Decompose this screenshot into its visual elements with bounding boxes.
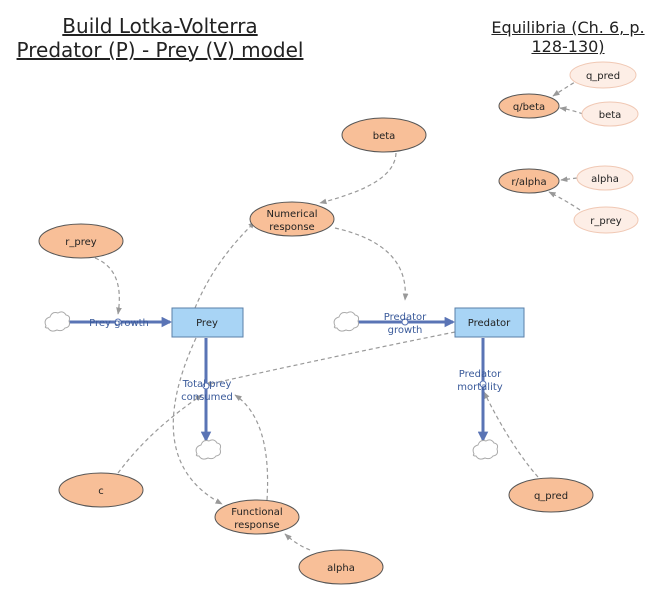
- prey-stock[interactable]: Prey: [171, 307, 244, 338]
- prey-sink-cloud-icon: [195, 439, 222, 460]
- q-over-beta-label: q/beta: [513, 102, 545, 113]
- connector-beta-to-numerical-response: [319, 152, 397, 205]
- ghost-q-pred-converter[interactable]: [569, 61, 637, 89]
- connector-functional-response-to-total-consumed: [234, 394, 269, 501]
- connector-ghost-beta-to-q-beta: [559, 106, 584, 115]
- q-pred-converter[interactable]: [508, 477, 594, 513]
- ghost-alpha-label: alpha: [591, 174, 619, 185]
- ghost-r-prey-label: r_prey: [590, 216, 622, 227]
- beta-converter[interactable]: [341, 117, 427, 153]
- alpha-converter[interactable]: [298, 549, 384, 585]
- connector-prey-to-functional-response: [172, 337, 223, 505]
- c-label: c: [98, 486, 104, 497]
- prey-growth-valve[interactable]: [114, 318, 122, 326]
- ghost-beta-converter[interactable]: [581, 101, 639, 127]
- model-title: Build Lotka-Volterra Predator (P) - Prey…: [10, 14, 310, 62]
- equilibria-title-line1: Equilibria (Ch. 6, p.: [491, 18, 645, 37]
- model-title-line1: Build Lotka-Volterra: [62, 14, 258, 38]
- prey-source-cloud-icon: [44, 311, 71, 332]
- functional-response-label-line2: response: [234, 520, 279, 531]
- beta-label: beta: [373, 131, 396, 142]
- numerical-response-label-line1: Numerical: [266, 209, 317, 220]
- predator-stock[interactable]: Predator: [454, 307, 525, 338]
- c-converter[interactable]: [58, 472, 144, 508]
- total-prey-consumed-valve[interactable]: [202, 382, 210, 390]
- connector-r-prey-to-prey-growth: [94, 257, 122, 315]
- predator-sink-cloud-icon: [472, 439, 499, 460]
- numerical-response-converter[interactable]: [249, 201, 335, 237]
- total-prey-consumed-label-line2: consumed: [181, 392, 233, 403]
- connector-numerical-response-to-predator-growth: [334, 227, 409, 301]
- connector-ghost-alpha-to-r-alpha: [560, 176, 578, 183]
- connector-ghost-r-prey-to-r-alpha: [548, 191, 581, 211]
- predator-stock-label: Predator: [468, 318, 511, 329]
- prey-growth-label: Prey growth: [89, 318, 149, 329]
- r-prey-converter[interactable]: [38, 223, 124, 259]
- connector-c-to-total-consumed: [117, 394, 203, 474]
- predator-mortality-label-line1: Predator: [459, 369, 502, 380]
- connector-prey-to-numerical-response: [194, 221, 256, 309]
- model-title-line2: Predator (P) - Prey (V) model: [16, 38, 304, 62]
- ghost-r-prey-converter[interactable]: [573, 206, 639, 234]
- ghost-beta-label: beta: [599, 110, 622, 121]
- q-over-beta-converter[interactable]: [498, 93, 560, 119]
- connector-q-pred-to-predator-mortality: [483, 391, 539, 478]
- functional-response-label-line1: Functional: [231, 507, 282, 518]
- ghost-alpha-converter[interactable]: [576, 165, 634, 191]
- ghost-q-pred-label: q_pred: [586, 71, 620, 82]
- connector-predator-to-total-consumed: [204, 331, 456, 387]
- numerical-response-label-line2: response: [269, 222, 314, 233]
- predator-growth-label-line2: growth: [388, 325, 423, 336]
- predator-source-cloud-icon: [333, 311, 360, 332]
- q-pred-label: q_pred: [534, 491, 568, 502]
- functional-response-converter[interactable]: [214, 499, 300, 535]
- r-over-alpha-label: r/alpha: [511, 177, 546, 188]
- connector-alpha-to-functional-response: [284, 533, 311, 551]
- r-over-alpha-converter[interactable]: [498, 168, 560, 194]
- predator-growth-valve[interactable]: [401, 318, 409, 326]
- alpha-label: alpha: [327, 563, 355, 574]
- predator-mortality-valve[interactable]: [479, 380, 487, 388]
- predator-growth-label-line1: Predator: [384, 312, 427, 323]
- total-prey-consumed-label-line1: Total prey: [182, 379, 232, 390]
- equilibria-title-line2: 128-130): [531, 37, 605, 57]
- equilibria-title: Equilibria (Ch. 6, p. 128-130): [488, 18, 648, 56]
- prey-stock-label: Prey: [196, 318, 218, 329]
- r-prey-label: r_prey: [65, 237, 97, 248]
- predator-mortality-label-line2: mortality: [457, 382, 502, 393]
